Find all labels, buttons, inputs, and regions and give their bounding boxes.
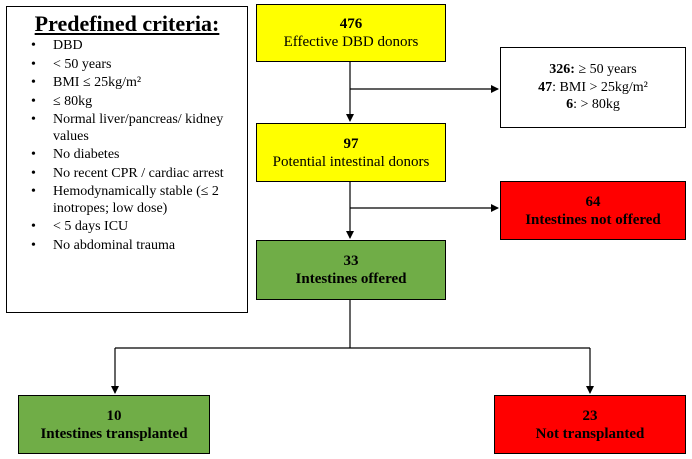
exclusion-row: 47: BMI > 25kg/m²: [538, 79, 648, 97]
node-label: Intestines offered: [295, 271, 407, 287]
exclusion-label: ≥ 50 years: [574, 62, 637, 78]
exclusion-row: 326: ≥ 50 years: [549, 61, 636, 79]
criteria-item: No abdominal trauma: [15, 238, 239, 255]
node-intestines-transplanted: 10 Intestines transplanted: [18, 395, 210, 454]
criteria-item: ≤ 80kg: [15, 94, 239, 111]
exclusion-box: 326: ≥ 50 years 47: BMI > 25kg/m² 6: > 8…: [500, 47, 686, 128]
node-count: 33: [343, 253, 359, 269]
criteria-item: No diabetes: [15, 147, 239, 164]
node-label: Intestines not offered: [525, 211, 661, 228]
node-label: Intestines transplanted: [40, 425, 188, 442]
node-label: Not transplanted: [535, 425, 645, 442]
exclusion-count: 6: [566, 97, 574, 113]
exclusion-count: 47: [538, 79, 553, 95]
criteria-item: DBD: [15, 38, 239, 55]
exclusion-count: 326:: [549, 62, 575, 78]
node-count: 476: [339, 16, 363, 32]
node-not-transplanted: 23 Not transplanted: [494, 395, 686, 454]
node-intestines-not-offered: 64 Intestines not offered: [500, 181, 686, 240]
criteria-list: DBD < 50 years BMI ≤ 25kg/m² ≤ 80kg Norm…: [15, 38, 239, 254]
node-count: 64: [585, 193, 601, 210]
criteria-title: Predefined criteria:: [34, 11, 220, 36]
node-effective-dbd-donors: 476 Effective DBD donors: [256, 4, 446, 62]
node-count: 10: [106, 407, 122, 424]
node-count: 23: [582, 407, 598, 424]
exclusion-label: : BMI > 25kg/m²: [552, 79, 648, 95]
node-label: Potential intestinal donors: [272, 153, 430, 170]
node-count: 97: [343, 135, 359, 152]
exclusion-row: 6: > 80kg: [566, 96, 620, 114]
criteria-item: No recent CPR / cardiac arrest: [15, 166, 239, 183]
node-label: Effective DBD donors: [283, 34, 419, 50]
criteria-item: Hemodynamically stable (≤ 2 inotropes; l…: [15, 184, 239, 217]
predefined-criteria-box: Predefined criteria: DBD < 50 years BMI …: [6, 6, 248, 313]
criteria-item: < 5 days ICU: [15, 219, 239, 236]
criteria-item: < 50 years: [15, 57, 239, 74]
criteria-item: BMI ≤ 25kg/m²: [15, 75, 239, 92]
exclusion-label: : > 80kg: [573, 97, 620, 113]
node-intestines-offered: 33 Intestines offered: [256, 240, 446, 300]
node-potential-intestinal-donors: 97 Potential intestinal donors: [256, 123, 446, 182]
criteria-item: Normal liver/pancreas/ kidney values: [15, 112, 239, 145]
